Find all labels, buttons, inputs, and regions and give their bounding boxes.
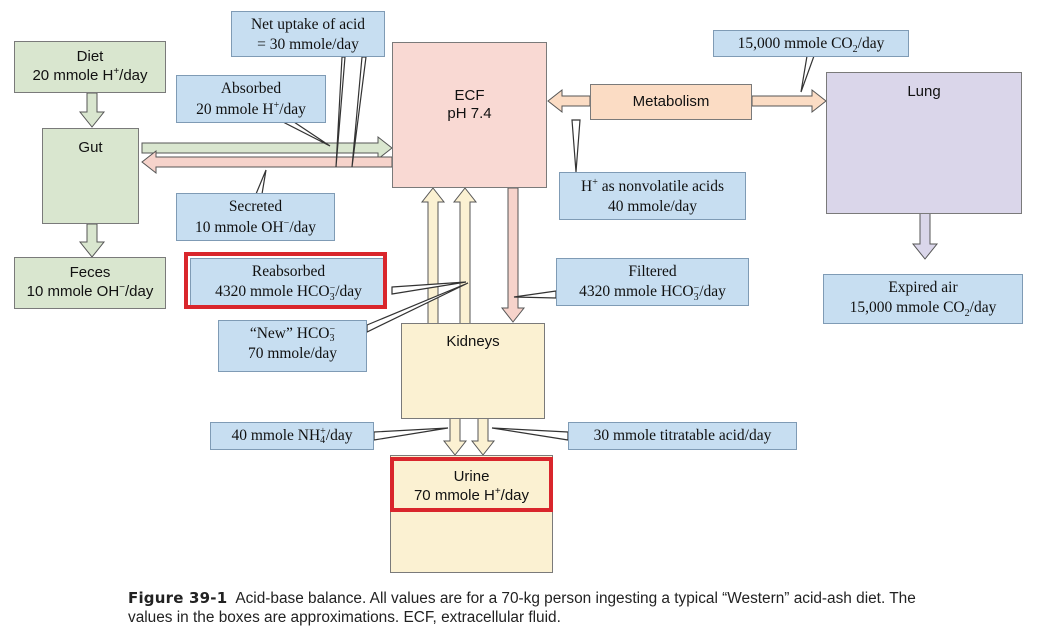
filtered-line1: Filtered (628, 263, 677, 280)
diet-title: Diet (76, 48, 104, 65)
feces-output: 10 mmole OH−/day (26, 282, 154, 301)
metabolism-title: Metabolism (632, 93, 710, 110)
expired-line2: 15,000 mmole CO2/day (849, 299, 997, 320)
secreted-line2: 10 mmole OH−/day (194, 218, 316, 237)
arrow-metabolism-to-ecf (547, 88, 591, 114)
net-uptake-line1: Net uptake of acid (250, 16, 366, 33)
ecf-box: ECF pH 7.4 (392, 42, 547, 188)
caption-text: Acid-base balance. All values are for a … (128, 590, 916, 627)
arrow-kidney-to-ecf-reabsorbed (420, 187, 446, 326)
new-hco3-note: “New” HCO−3 70 mmole/day (218, 320, 367, 372)
nh4-note: 40 mmole NH+4/day (210, 422, 374, 450)
arrow-kidney-to-ecf-new (452, 187, 478, 326)
callout-leaders (255, 55, 815, 441)
arrow-kidney-to-urine-right (470, 417, 496, 456)
arrow-gut-to-feces (78, 223, 106, 258)
reabsorbed-line1: Reabsorbed (251, 263, 326, 280)
reabsorbed-highlight (184, 252, 387, 309)
ecf-ph: pH 7.4 (447, 105, 492, 123)
new-hco3-line2: 70 mmole/day (247, 345, 338, 363)
urine-box: Urine 70 mmole H+/day (390, 455, 553, 573)
lung-box: Lung (826, 72, 1022, 214)
net-uptake-note: Net uptake of acid = 30 mmole/day (231, 11, 385, 57)
nonvolatile-line1: H+ as nonvolatile acids (581, 177, 724, 196)
arrow-gut-to-ecf (141, 135, 393, 161)
arrow-diet-to-gut (78, 92, 106, 128)
ecf-title: ECF (454, 87, 485, 104)
urine-highlight (390, 457, 553, 512)
arrow-metabolism-to-lung (751, 88, 827, 114)
arrow-ecf-to-gut (141, 149, 393, 175)
titratable-acid-note: 30 mmole titratable acid/day (568, 422, 797, 450)
filtered-line2: 4320 mmole HCO−3/day (579, 282, 726, 303)
metabolism-box: Metabolism (590, 84, 752, 120)
reabsorbed-note: Reabsorbed 4320 mmole HCO−3/day (190, 258, 387, 306)
filtered-note: Filtered 4320 mmole HCO−3/day (556, 258, 749, 306)
gut-title: Gut (78, 139, 103, 156)
secreted-note: Secreted 10 mmole OH−/day (176, 193, 335, 241)
gut-box: Gut (42, 128, 139, 224)
feces-box: Feces 10 mmole OH−/day (14, 257, 166, 309)
co2-metabolism-note: 15,000 mmole CO2/day (713, 30, 909, 57)
expired-line1: Expired air (888, 279, 958, 296)
lung-title: Lung (907, 83, 941, 100)
arrow-ecf-to-kidney-filtered (500, 187, 526, 323)
secreted-line1: Secreted (228, 198, 283, 215)
kidneys-title: Kidneys (446, 333, 500, 350)
feces-title: Feces (69, 264, 111, 281)
reabsorbed-line2: 4320 mmole HCO−3/day (215, 282, 362, 303)
arrow-lung-to-expired (911, 212, 939, 260)
urine-title: Urine (453, 468, 490, 485)
nonvolatile-line2: 40 mmole/day (607, 198, 698, 216)
arrow-kidney-to-urine-left (442, 417, 468, 456)
nonvolatile-acids-note: H+ as nonvolatile acids 40 mmole/day (559, 172, 746, 220)
absorbed-note: Absorbed 20 mmole H+/day (176, 75, 326, 123)
figure-number: Figure 39-1 (128, 589, 228, 607)
net-uptake-line2: = 30 mmole/day (257, 36, 359, 54)
absorbed-line2: 20 mmole H+/day (196, 100, 306, 119)
expired-air-note: Expired air 15,000 mmole CO2/day (823, 274, 1023, 324)
diet-box: Diet 20 mmole H+/day (14, 41, 166, 93)
diet-intake: 20 mmole H+/day (32, 66, 148, 85)
new-hco3-line1: “New” HCO−3 (249, 324, 336, 345)
absorbed-line1: Absorbed (220, 80, 282, 97)
kidneys-box: Kidneys (401, 323, 545, 419)
urine-output: 70 mmole H+/day (413, 486, 530, 505)
